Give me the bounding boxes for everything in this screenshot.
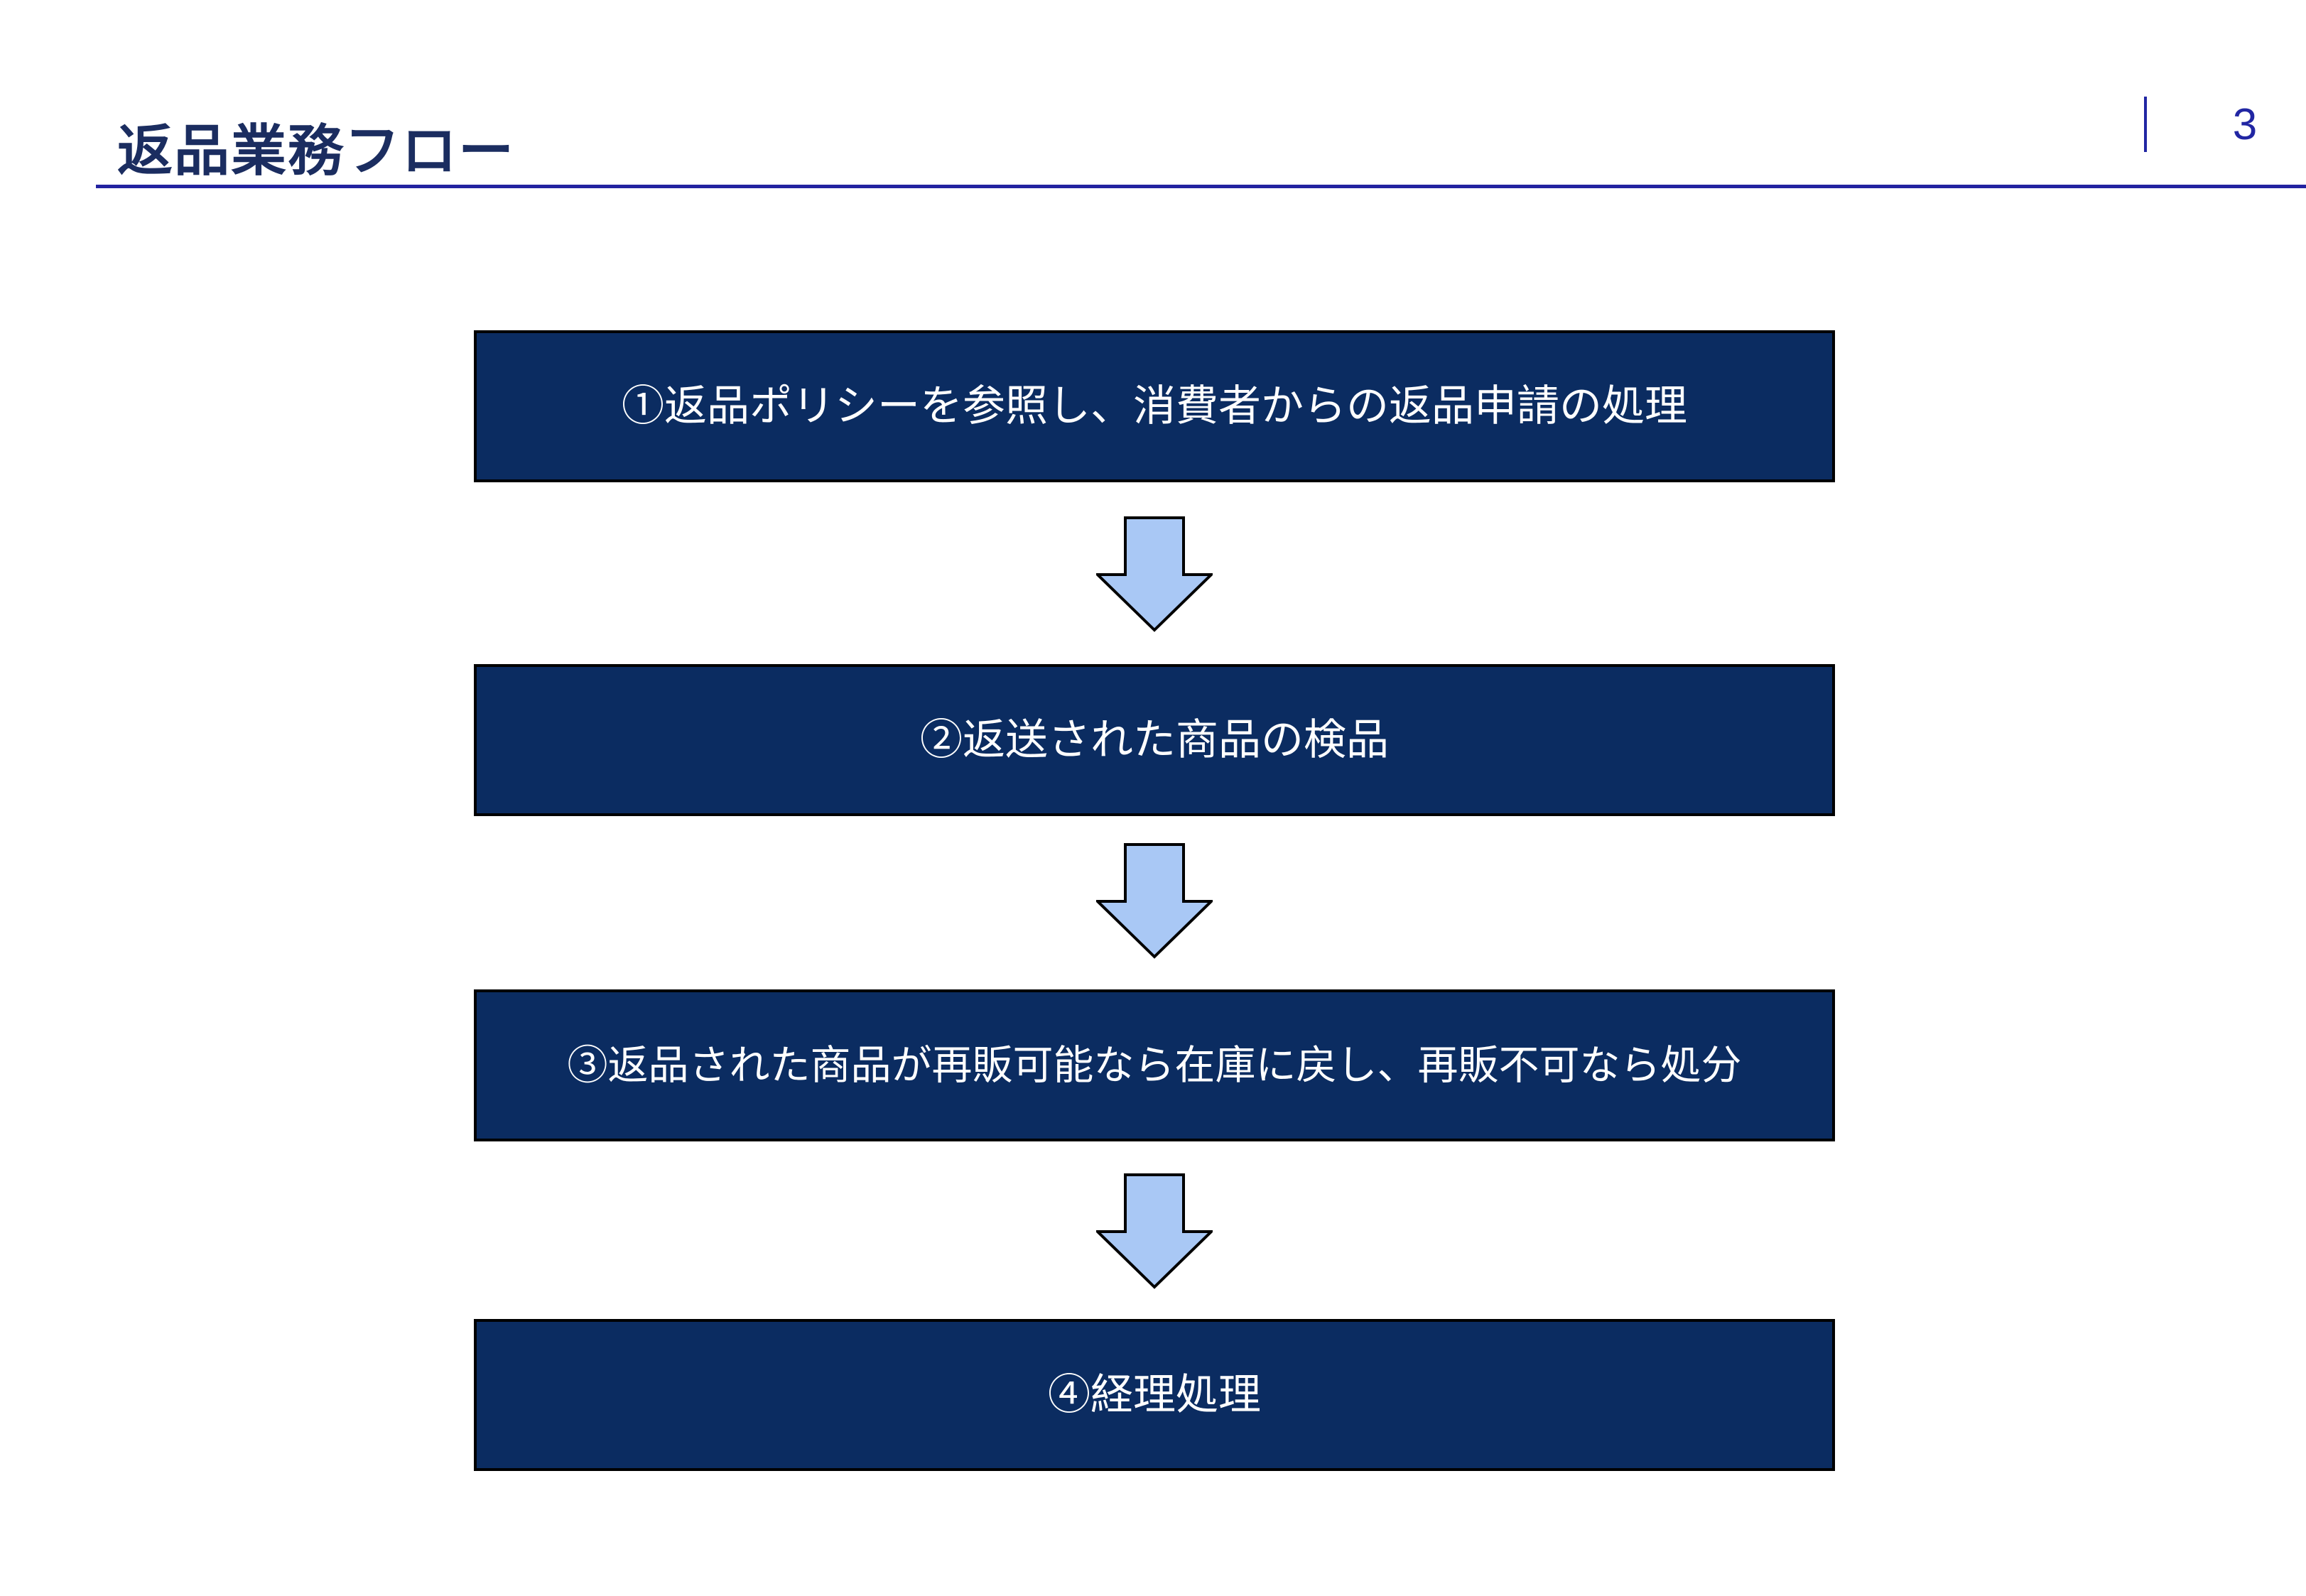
flow-step-4-label: ④経理処理 bbox=[1048, 1371, 1261, 1418]
flow-step-2: ②返送された商品の検品 bbox=[474, 664, 1835, 816]
down-arrow-icon bbox=[1096, 516, 1213, 633]
title-underline bbox=[96, 185, 2306, 188]
down-arrow-icon bbox=[1096, 843, 1213, 960]
down-arrow-icon bbox=[1096, 1173, 1213, 1290]
flow-step-3-label: ③返品された商品が再販可能なら在庫に戻し、再販不可なら処分 bbox=[567, 1042, 1742, 1088]
flow-step-4: ④経理処理 bbox=[474, 1319, 1835, 1471]
flow-step-3: ③返品された商品が再販可能なら在庫に戻し、再販不可なら処分 bbox=[474, 989, 1835, 1141]
page-title: 返品業務フロー bbox=[117, 119, 516, 182]
page-number-divider bbox=[2144, 97, 2147, 152]
page-number: 3 bbox=[2232, 100, 2258, 149]
flow-step-1: ①返品ポリシーを参照し、消費者からの返品申請の処理 bbox=[474, 330, 1835, 482]
flow-step-1-label: ①返品ポリシーを参照し、消費者からの返品申請の処理 bbox=[622, 382, 1687, 430]
flow-step-2-label: ②返送された商品の検品 bbox=[920, 716, 1389, 764]
